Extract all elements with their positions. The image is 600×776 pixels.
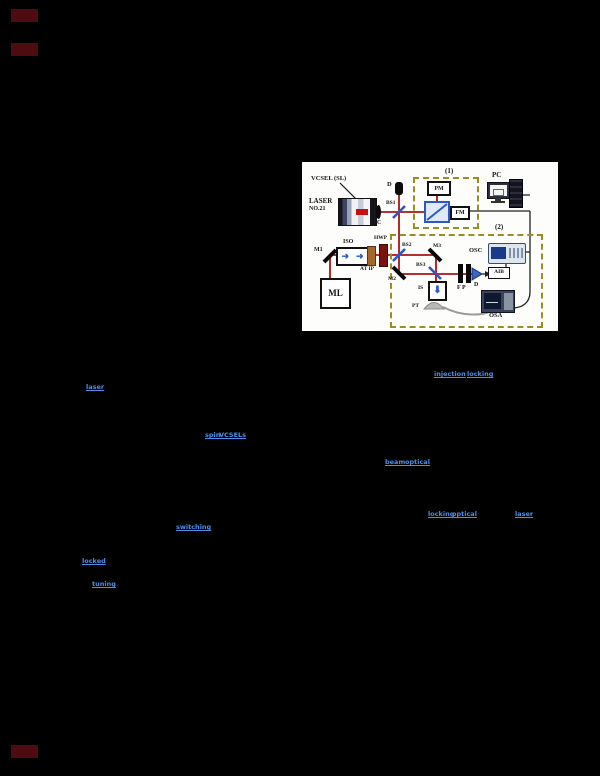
label-m2: M2 xyxy=(388,276,396,282)
citation-link[interactable]: optical xyxy=(405,458,430,466)
master-laser-label: ML xyxy=(328,288,343,298)
label-pt: PT xyxy=(412,303,420,309)
figure-canvas: ➜ ➜ ML PM FM AIB ⬇ xyxy=(302,162,558,331)
citation-link[interactable]: laser xyxy=(86,383,105,391)
fm-label: FM xyxy=(455,210,465,216)
fm-box: FM xyxy=(450,206,470,220)
amplifier-label: AIB xyxy=(494,269,504,276)
pc-monitor xyxy=(487,182,510,199)
label-iso: ISO xyxy=(343,239,354,245)
label-d-detector: D xyxy=(474,282,479,288)
osa-panel xyxy=(504,293,513,310)
oscilloscope-buttons xyxy=(509,248,523,258)
fp-plate xyxy=(466,264,471,283)
master-laser-box: ML xyxy=(320,278,351,309)
isolator-d xyxy=(395,182,403,195)
label-hwp: HWP xyxy=(374,235,388,241)
annotation-mark xyxy=(11,745,38,758)
citation-link[interactable]: locking xyxy=(467,370,494,378)
osa-screen xyxy=(484,293,501,309)
citation-link[interactable]: switching xyxy=(176,523,212,531)
label-atip: AT IP xyxy=(360,266,375,272)
subsystem-box-1 xyxy=(413,177,479,229)
optical-isolator: ➜ ➜ xyxy=(336,247,369,266)
citation-link[interactable]: tuning xyxy=(92,580,116,588)
annotation-mark xyxy=(11,43,38,56)
citation-link[interactable]: injection xyxy=(434,370,466,378)
citation-link[interactable]: optical xyxy=(452,510,477,518)
fp-plate xyxy=(458,264,463,283)
oscilloscope-device xyxy=(488,243,526,264)
power-meter-box: PM xyxy=(427,181,451,196)
mirror-m2 xyxy=(391,265,407,281)
isolator-is-box: ⬇ xyxy=(428,281,447,301)
mirror-m1 xyxy=(322,248,338,264)
vcsel-laser-device xyxy=(338,198,377,226)
pc-screen-window xyxy=(493,189,504,196)
pc-monitor-stand xyxy=(495,198,501,201)
label-bs2: BS2 xyxy=(402,242,412,248)
amplifier-box: AIB xyxy=(488,267,510,279)
label-laser-no: NO.21 xyxy=(309,206,326,212)
collimating-lens xyxy=(376,205,381,219)
mirror-m3 xyxy=(427,247,443,263)
pc-tower xyxy=(509,179,523,208)
label-bs1: BS1 xyxy=(386,200,396,206)
spectrum-analyzer-device xyxy=(481,290,515,313)
citation-link[interactable]: locked xyxy=(82,557,106,565)
laser-emission-spot xyxy=(356,209,368,215)
optical-paths-drawing xyxy=(322,182,531,316)
photodetector-dome xyxy=(422,302,446,310)
pc-monitor-base xyxy=(491,201,505,203)
label-is: IS xyxy=(418,285,424,291)
half-wave-plate xyxy=(379,244,388,267)
isolator-arrow-icon: ➜ xyxy=(341,251,350,261)
subsystem-box-2 xyxy=(390,234,543,328)
label-laser: LASER xyxy=(309,197,333,205)
citation-link[interactable]: locking xyxy=(428,510,455,518)
power-meter-label: PM xyxy=(434,185,444,192)
label-m1: M1 xyxy=(314,247,323,253)
pc-screen xyxy=(490,185,507,196)
citation-link[interactable]: spin xyxy=(205,431,221,439)
label-osa: OSA xyxy=(489,312,503,319)
citation-link[interactable]: laser xyxy=(515,510,534,518)
label-lens-c: C xyxy=(377,220,382,226)
beamsplitter-bs1 xyxy=(392,205,406,219)
label-m3: M3 xyxy=(433,243,441,249)
experimental-setup-figure: ➜ ➜ ML PM FM AIB ⬇ xyxy=(300,160,564,337)
label-osc: OSC xyxy=(469,247,483,254)
osa-trace xyxy=(486,302,498,306)
oscilloscope-screen xyxy=(491,247,506,259)
detector-cone xyxy=(471,267,483,281)
annotation-mark xyxy=(11,9,38,22)
attenuator-plate xyxy=(367,246,376,266)
label-d-top: D xyxy=(387,181,392,188)
label-box1: (1) xyxy=(445,167,454,175)
label-bs3: BS3 xyxy=(416,262,426,268)
label-box2: (2) xyxy=(495,223,504,231)
beamsplitter-bs2 xyxy=(392,248,406,262)
down-arrow-icon: ⬇ xyxy=(433,285,442,296)
citation-link[interactable]: VCSELs xyxy=(219,431,247,439)
isolator-arrow-icon: ➜ xyxy=(355,251,364,261)
beamsplitter-bs3 xyxy=(428,266,442,280)
label-pc: PC xyxy=(492,171,502,179)
label-vcsel: VCSEL (SL) xyxy=(311,175,347,182)
label-fp: F P xyxy=(457,285,466,291)
citation-link[interactable]: beam xyxy=(385,458,406,466)
